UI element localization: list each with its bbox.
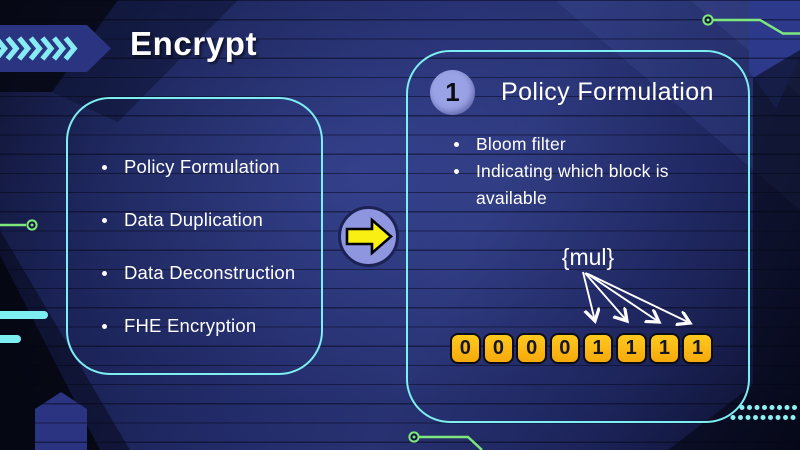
step-header: 1 Policy Formulation (430, 70, 714, 115)
bit-cell: 0 (450, 333, 481, 364)
cyan-bars-icon (0, 311, 48, 343)
bit-cell: 0 (516, 333, 547, 364)
step-bullet-list: Bloom filter Indicating which block is a… (450, 131, 702, 212)
step-heading: Policy Formulation (501, 78, 714, 106)
list-item: Data Deconstruction (94, 261, 295, 285)
process-list-panel: Policy Formulation Data Duplication Data… (66, 97, 323, 375)
list-item: Indicating which block is available (450, 158, 702, 212)
bloom-filter-bits: 0 0 0 0 1 1 1 1 (450, 333, 713, 364)
arrow-right-icon (338, 206, 399, 267)
bit-cell: 0 (549, 333, 581, 364)
circuit-trace-left-icon (0, 219, 38, 231)
dark-shard-top-left (0, 0, 118, 92)
pentagon-top-right (749, 0, 800, 109)
list-item: Data Duplication (94, 208, 295, 232)
bit-cell: 1 (615, 333, 647, 364)
title-banner (0, 25, 111, 72)
arrow-right-glyph (345, 217, 393, 256)
page-title: Encrypt (130, 25, 258, 62)
bit-cell: 1 (582, 333, 614, 364)
pentagon-bottom-left (35, 392, 87, 450)
step-detail-panel: 1 Policy Formulation Bloom filter Indica… (406, 50, 750, 423)
bit-cell: 0 (483, 333, 514, 364)
bit-cell: 1 (682, 333, 713, 364)
list-item: Policy Formulation (94, 155, 295, 179)
chevrons-icon (0, 36, 78, 61)
circuit-trace-top-right-icon (702, 14, 800, 35)
list-item: FHE Encryption (94, 314, 295, 338)
dotted-pattern-icon (730, 405, 797, 420)
list-item: Bloom filter (450, 131, 702, 158)
process-list: Policy Formulation Data Duplication Data… (94, 155, 295, 367)
mul-annotation: {mul} (561, 244, 615, 270)
circuit-trace-bottom-icon (408, 431, 483, 450)
step-number-badge: 1 (430, 70, 475, 115)
bit-cell: 1 (649, 333, 680, 364)
